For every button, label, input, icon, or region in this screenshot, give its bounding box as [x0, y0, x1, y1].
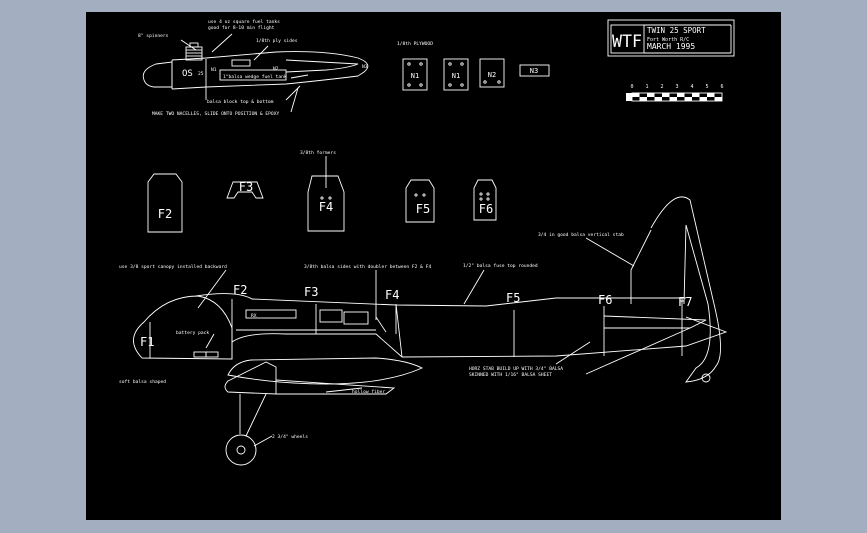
nacelle-engine: OS [182, 69, 193, 79]
nacelle-note-flight: good for 8-10 min flight [208, 25, 275, 31]
former-label-f2: F2 [158, 207, 172, 221]
plywood-part-n2: N2 [488, 71, 496, 79]
station-f1: F1 [140, 335, 154, 349]
formers: 3/8th formers F2 F3 F4 F5 F6 [147, 150, 497, 233]
scale-bar-tick-label: 4 [690, 84, 693, 90]
station-f6: F6 [598, 293, 612, 307]
plywood-parts: 1/8th PLYWOOD N1 N1 N2 N3 [397, 41, 550, 91]
plywood-part-n1b: N1 [452, 72, 460, 80]
nacelle-note-make: MAKE TWO NACELLES, SLIDE ONTO POSITION &… [152, 111, 279, 117]
title-line1: TWIN 25 SPORT [647, 26, 706, 35]
station-f3: F3 [304, 285, 318, 299]
fuselage-note-wheels: 2 3/4" wheels [272, 434, 308, 440]
title-block: WTF TWIN 25 SPORT Fort Worth R/C MARCH 1… [607, 19, 735, 57]
title-line3: MARCH 1995 [647, 42, 695, 51]
scale-bar-cell [699, 97, 707, 101]
station-f4: F4 [385, 288, 399, 302]
scale-bar-cell [632, 93, 640, 97]
nacelle-drawing: OS 25 N1 N2 N3 8" spinners use 4 oz squa… [138, 19, 369, 117]
fuselage-note-battery: battery pack [176, 330, 209, 336]
scale-bar: 0 1 2 3 4 5 6 [626, 84, 724, 102]
scale-bar-cell [662, 93, 670, 97]
scale-bar-tick-label: 2 [660, 84, 663, 90]
fuselage-note-fiber: hollow fiber [352, 389, 385, 395]
fuselage-note-sides: 3/8th balsa sides with doubler between F… [304, 264, 431, 270]
fuselage-note-canopy: use 3/8 sport canopy installed backward [119, 264, 227, 270]
nacelle-note-block: balsa block top & bottom [207, 99, 274, 105]
nacelle-note-spinners: 8" spinners [138, 33, 169, 39]
scale-bar-cell [684, 97, 692, 101]
fuselage-note-stab: 3/4 in good balsa vertical stab [538, 232, 624, 238]
scale-bar-tick-label: 0 [630, 84, 633, 90]
receiver-label: RX [251, 313, 257, 319]
nacelle-engine-size: 25 [198, 71, 204, 77]
fuselage-note-nose: soft balsa shaped [119, 379, 166, 385]
drawing-sheet[interactable]: WTF TWIN 25 SPORT Fort Worth R/C MARCH 1… [86, 12, 781, 520]
former-label-f6: F6 [479, 202, 493, 216]
scale-bar-tick-label: 5 [705, 84, 708, 90]
scale-bar-cell [669, 97, 677, 101]
former-label-f3: F3 [239, 180, 253, 194]
nacelle-note-wedge: 1"balsa wedge fuel tank [223, 74, 287, 80]
scale-bar-tick-label: 3 [675, 84, 678, 90]
nacelle-n2: N2 [273, 66, 279, 72]
nacelle-note-tanks: use 4 oz square fuel tanks [208, 19, 280, 25]
plywood-heading: 1/8th PLYWOOD [397, 41, 433, 47]
title-logo: WTF [612, 32, 642, 52]
fuselage-note-top: 1/2" balsa fuse top rounded [463, 263, 538, 269]
nacelle-n3: N3 [362, 64, 368, 70]
nacelle-n1: N1 [211, 67, 217, 73]
station-f2: F2 [233, 283, 247, 297]
station-f7: F7 [678, 295, 692, 309]
scale-bar-cell [639, 97, 647, 101]
scale-bar-cell [692, 93, 700, 97]
title-line2: Fort Worth R/C [647, 37, 689, 43]
blueprint-drawing: WTF TWIN 25 SPORT Fort Worth R/C MARCH 1… [119, 19, 735, 466]
fuselage-side-view: RX battery pack F1 F2 F3 F4 F5 F6 F7 [119, 196, 728, 466]
former-label-f5: F5 [416, 202, 430, 216]
scale-bar-tick-label: 6 [720, 84, 723, 90]
formers-note: 3/8th formers [300, 150, 336, 156]
former-label-f4: F4 [319, 200, 333, 214]
plywood-part-n1a: N1 [411, 72, 419, 80]
scale-bar-cell [714, 97, 722, 101]
nacelle-note-ply: 1/8th ply sides [256, 38, 298, 44]
scale-bar-tick-label: 1 [645, 84, 648, 90]
scale-bar-cell [707, 93, 715, 97]
plywood-part-n3: N3 [530, 67, 538, 75]
scale-bar-cell [677, 93, 685, 97]
scale-bar-cell [647, 93, 655, 97]
station-f5: F5 [506, 291, 520, 305]
scale-bar-cell [654, 97, 662, 101]
fuselage-note-horz2: SKINNED WITH 1/16" BALSA SHEET [469, 372, 552, 378]
fuselage-note-horz1: HORZ STAB BUILD UP WITH 3/4" BALSA [469, 366, 563, 372]
